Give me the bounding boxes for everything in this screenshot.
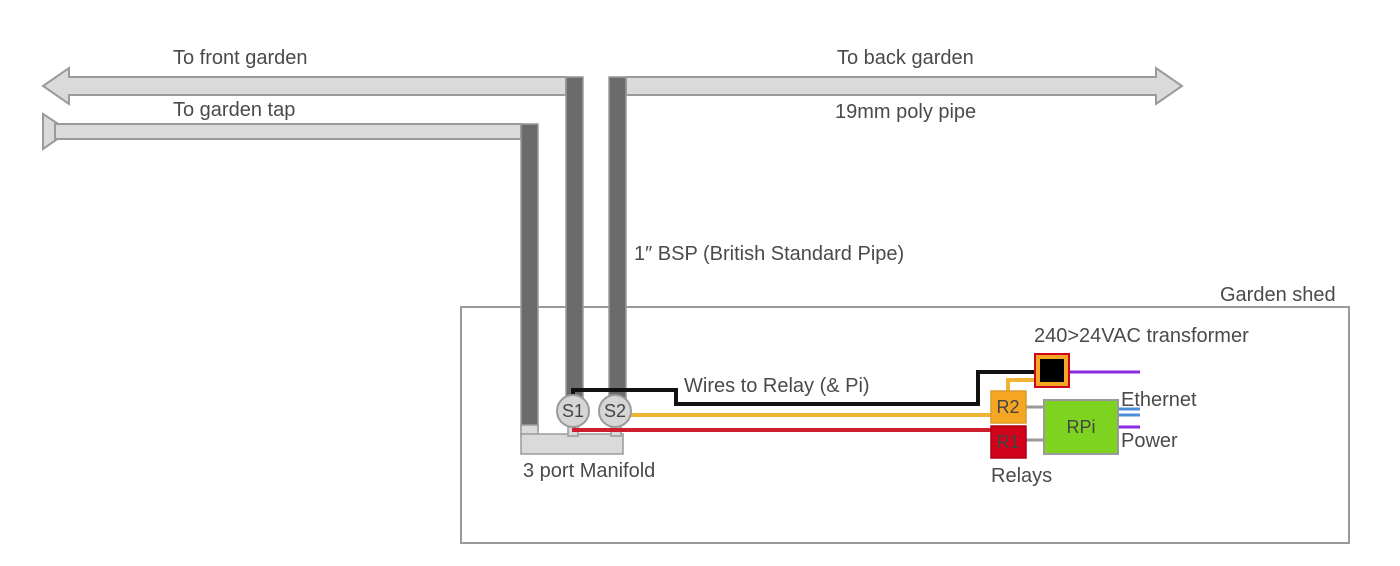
wire-black — [571, 370, 1040, 406]
label-garden-shed: Garden shed — [1220, 284, 1336, 306]
label-transformer: 240>24VAC transformer — [1034, 325, 1249, 347]
solenoid-s2-label: S2 — [604, 401, 626, 421]
garden-tap-pipe-body — [54, 123, 522, 140]
label-power: Power — [1121, 430, 1178, 452]
transformer-core — [1040, 359, 1064, 382]
wire-red — [572, 424, 992, 432]
back-garden-pipe-arrow — [625, 66, 1184, 106]
label-bsp: 1″ BSP (British Standard Pipe) — [634, 243, 904, 265]
label-manifold: 3 port Manifold — [523, 460, 655, 482]
manifold — [520, 433, 624, 455]
solenoid-s1-label: S1 — [562, 401, 584, 421]
garden-shed-box — [460, 306, 1350, 544]
label-relays: Relays — [991, 465, 1052, 487]
label-wires: Wires to Relay (& Pi) — [684, 375, 870, 397]
bsp-pipe-back — [608, 76, 627, 402]
label-front-garden: To front garden — [173, 47, 308, 69]
label-back-garden: To back garden — [837, 47, 974, 69]
label-ethernet: Ethernet — [1121, 389, 1197, 411]
label-garden-tap: To garden tap — [173, 99, 295, 121]
relay-r1 — [990, 425, 1027, 459]
solenoid-s2 — [598, 394, 632, 428]
bsp-pipe-front — [565, 76, 584, 402]
solenoid-s1 — [556, 394, 590, 428]
raspberry-pi — [1043, 399, 1119, 455]
raspberry-pi-label: RPi — [1066, 417, 1095, 437]
front-garden-pipe-arrow — [41, 66, 567, 106]
relay-r1-label: R1 — [996, 432, 1019, 452]
label-poly-pipe: 19mm poly pipe — [835, 101, 976, 123]
relay-r2-label: R2 — [996, 397, 1019, 417]
relay-r2 — [990, 390, 1027, 424]
bsp-pipe-tap — [520, 123, 539, 431]
